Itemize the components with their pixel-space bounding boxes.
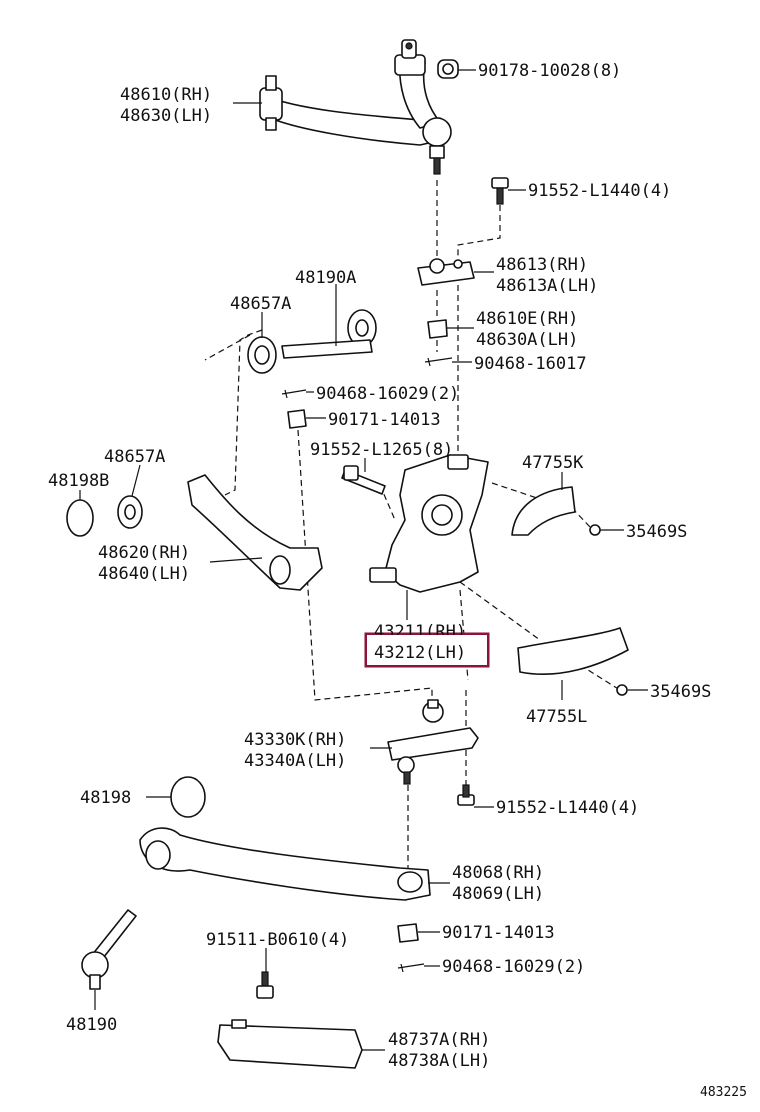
label-91552-lower: 91552-L1440(4) (496, 798, 639, 818)
label-48657a-upper: 48657A (230, 294, 291, 314)
bolt-91552-l1265 (341, 465, 386, 495)
screw-35469s-lower (616, 684, 628, 696)
toe-arm-48620 (187, 474, 323, 591)
label-48610: 48610(RH)48630(LH) (120, 85, 212, 126)
label-90468-16029-upper: 90468-16029(2) (316, 384, 459, 404)
cotter-pin-90468-16029-upper (281, 389, 307, 399)
cam-washer-48657a-upper (247, 336, 277, 374)
label-47755l: 47755L (526, 707, 587, 727)
nut-90171-upper (287, 409, 307, 429)
cover-48737a (217, 1019, 363, 1069)
label-48620: 48620(RH)48640(LH) (98, 543, 190, 584)
label-43211-mask (367, 635, 487, 665)
label-48068: 48068(RH)48069(LH) (452, 863, 544, 904)
label-48657a-lower: 48657A (104, 447, 165, 467)
label-91552-upper: 91552-L1440(4) (528, 181, 671, 201)
label-48737a: 48737A(RH)48738A(LH) (388, 1030, 490, 1071)
label-90468-16017: 90468-16017 (474, 354, 587, 374)
label-35469s-lower: 35469S (650, 682, 711, 702)
ball-joint-43330k (387, 699, 479, 785)
bolt-91552-lower (457, 784, 475, 806)
cotter-pin-90468-16017 (424, 357, 453, 367)
knuckle-43211 (369, 454, 489, 593)
lower-arm-48068 (139, 827, 431, 901)
label-48190: 48190 (66, 1015, 117, 1035)
bushing-48198b (66, 499, 94, 537)
label-43330k: 43330K(RH)43340A(LH) (244, 730, 346, 771)
label-48190a: 48190A (295, 268, 356, 288)
cotter-pin-90468-16029-lower (397, 963, 425, 973)
label-91552-l1265: 91552-L1265(8) (310, 440, 453, 460)
nut-90171-lower (397, 923, 419, 943)
screw-35469s-upper (589, 524, 601, 536)
label-35469s-upper: 35469S (626, 522, 687, 542)
label-43212: 43212(LH) (374, 643, 466, 663)
camber-bolt-48190a (281, 309, 377, 359)
diagram-code: 483225 (700, 1085, 747, 1100)
label-91511: 91511-B0610(4) (206, 930, 349, 950)
label-48198: 48198 (80, 788, 131, 808)
nut-90178 (437, 59, 459, 79)
nut-48610e (427, 319, 448, 339)
label-90178: 90178-10028(8) (478, 61, 621, 81)
label-90171-upper: 90171-14013 (328, 410, 441, 430)
highlight-box-43212 (364, 632, 490, 668)
dust-cover-47755l (517, 627, 629, 676)
bolt-91552-upper (491, 177, 509, 205)
label-47755k: 47755K (522, 453, 584, 473)
label-90171-lower: 90171-14013 (442, 923, 555, 943)
cam-washer-48657a-lower (117, 495, 143, 529)
bolt-48190 (81, 909, 137, 990)
label-48198b: 48198B (48, 471, 109, 491)
plate-48613 (417, 258, 475, 286)
label-48613: 48613(RH)48613A(LH) (496, 255, 598, 296)
bushing-48198 (170, 776, 206, 818)
bolt-91511 (256, 971, 274, 999)
upper-control-arm (259, 39, 452, 175)
leader-lines (79, 69, 648, 1051)
label-48610e: 48610E(RH)48630A(LH) (476, 309, 578, 350)
dust-cover-47755k (511, 486, 576, 536)
labels: 48610(RH)48630(LH) 90178-10028(8) 91552-… (48, 61, 747, 1100)
label-90468-16029-lower: 90468-16029(2) (442, 957, 585, 977)
